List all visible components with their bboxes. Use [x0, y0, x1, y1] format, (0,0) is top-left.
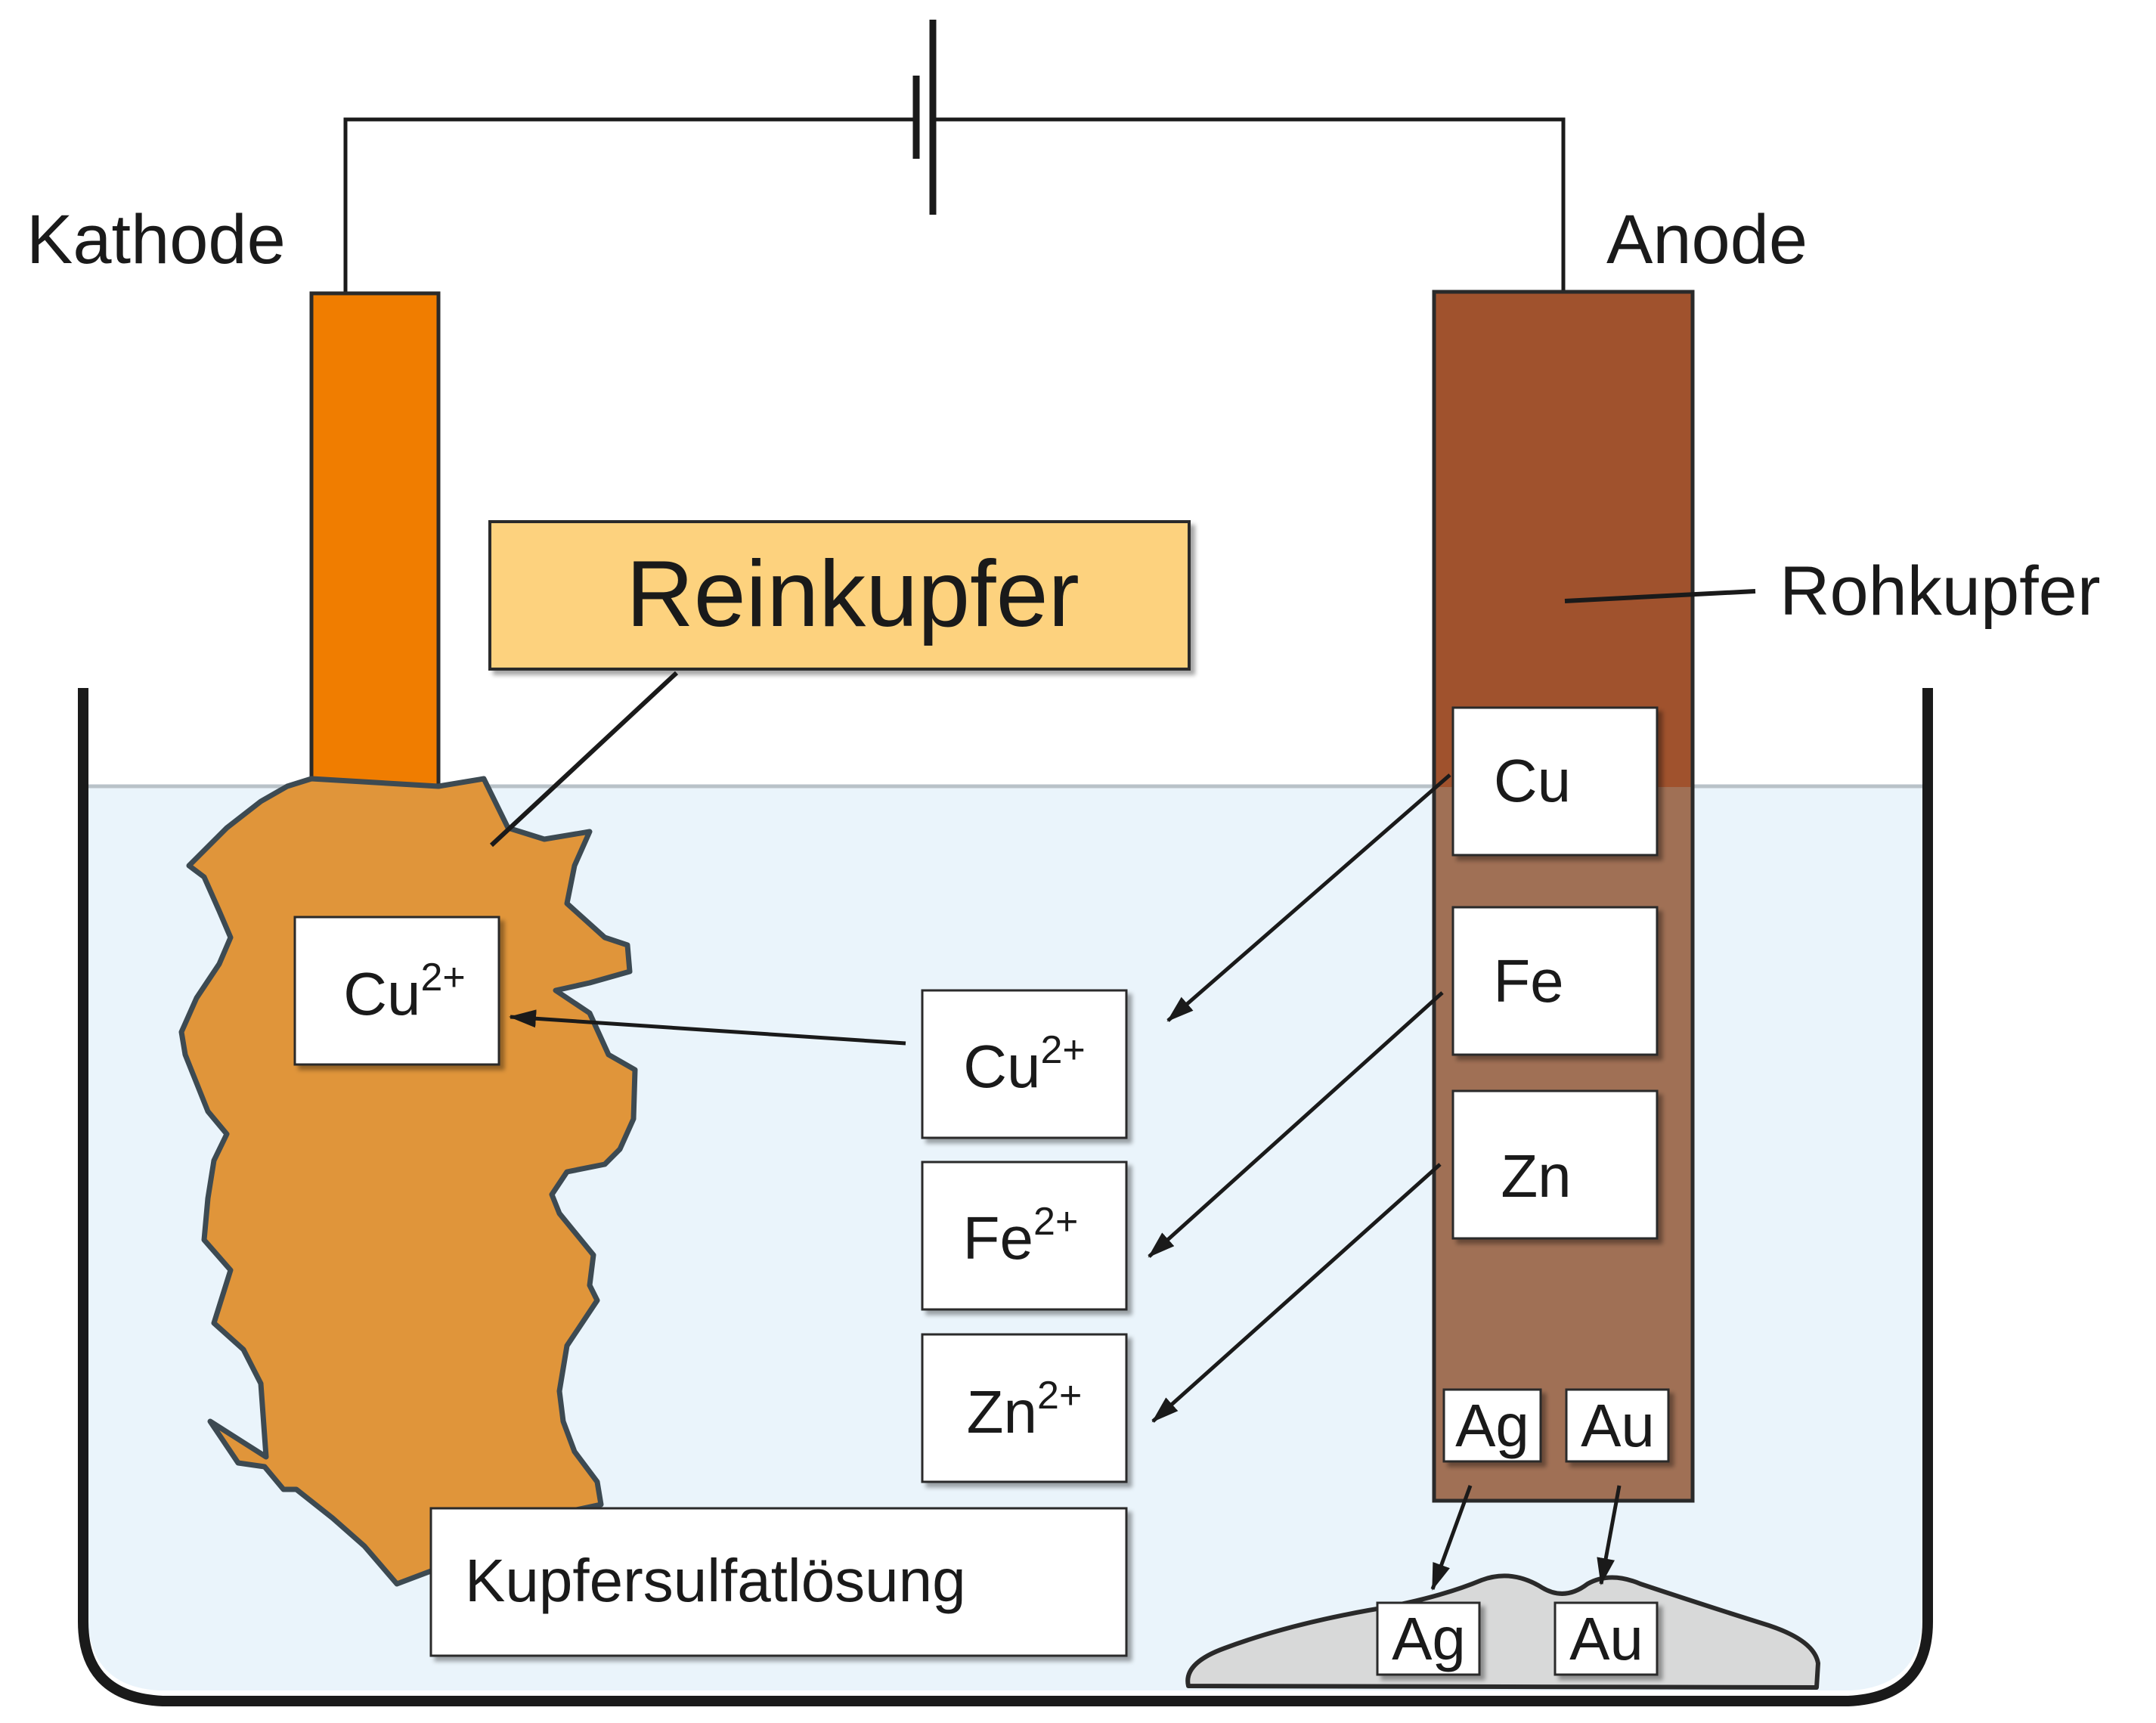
- ion-fe-label: Fe2+: [963, 1200, 1079, 1272]
- sludge-ag-label: Ag: [1392, 1605, 1466, 1672]
- circuit: [343, 20, 1566, 293]
- ion-cu-box: [921, 989, 1128, 1139]
- anode-au-label: Au: [1581, 1392, 1655, 1459]
- wire-right: [934, 117, 1566, 293]
- ion-zn-box: [921, 1333, 1128, 1483]
- pure-copper-label: Reinkupfer: [626, 542, 1080, 646]
- anode-zn-box: [1451, 1089, 1659, 1240]
- solution-label-box: [429, 1507, 1128, 1657]
- arrow-cu-to-ion: [1166, 773, 1451, 1022]
- cathode-cu-ion-label: Cu2+: [343, 956, 466, 1027]
- anode-rod-outline: [1432, 290, 1695, 1503]
- pure-copper-leader-line: [489, 671, 679, 848]
- anode-au-box: [1565, 1388, 1670, 1463]
- anode-ag-label: Ag: [1455, 1392, 1529, 1459]
- anode-fe-label: Fe: [1493, 947, 1563, 1015]
- beaker: [78, 688, 1933, 1706]
- ion-zn-charge: 2+: [1037, 1374, 1082, 1418]
- arrow-ag-to-sludge: [1430, 1485, 1473, 1591]
- raw-copper-label: Rohkupfer: [1780, 553, 2100, 630]
- cathode-cu-ion-charge: 2+: [420, 956, 465, 999]
- arrow-zn-to-ion: [1151, 1163, 1442, 1423]
- anode-cu-label: Cu: [1494, 747, 1571, 814]
- arrow-fe-to-ion: [1148, 991, 1444, 1258]
- ion-fe-box: [921, 1161, 1128, 1311]
- arrow-au-to-sludge: [1597, 1485, 1622, 1585]
- ion-fe-charge: 2+: [1033, 1200, 1078, 1244]
- ion-zn-symbol: Zn: [967, 1378, 1037, 1446]
- anode-sludge-pile: [1185, 1573, 1820, 1690]
- cathode-label: Kathode: [26, 201, 286, 278]
- ion-cu-symbol: Cu: [963, 1033, 1040, 1100]
- solution-label: Kupfersulfatlösung: [465, 1547, 966, 1614]
- ion-zn-label: Zn2+: [967, 1374, 1083, 1446]
- ion-cu-label: Cu2+: [963, 1028, 1086, 1100]
- sludge-ag-box: [1376, 1601, 1481, 1676]
- anode-cu-box: [1451, 706, 1659, 857]
- wire-left: [343, 117, 915, 293]
- ion-fe-symbol: Fe: [963, 1204, 1033, 1272]
- arrows: [509, 773, 1622, 1591]
- pure-copper-label-box: [488, 520, 1191, 671]
- anode-label: Anode: [1606, 201, 1808, 278]
- anode-ag-box: [1442, 1388, 1542, 1463]
- sludge-au-box: [1553, 1601, 1659, 1676]
- anode-zn-label: Zn: [1501, 1142, 1571, 1210]
- cathode-cu-ion-box: [293, 916, 500, 1066]
- ion-cu-charge: 2+: [1040, 1028, 1085, 1072]
- anode-fe-box: [1451, 906, 1659, 1056]
- cathode-cu-ion-symbol: Cu: [343, 960, 420, 1027]
- arrow-ion-to-cathode: [509, 1009, 906, 1046]
- cathode-rod: [309, 291, 441, 807]
- anode-rod-dry: [1434, 292, 1693, 787]
- raw-copper-leader-line: [1564, 589, 1756, 603]
- sludge-au-label: Au: [1569, 1605, 1643, 1672]
